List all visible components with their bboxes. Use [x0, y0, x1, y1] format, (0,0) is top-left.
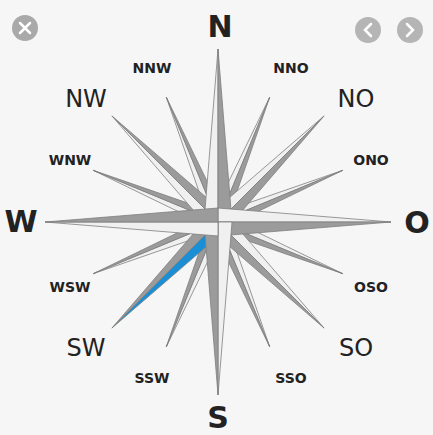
spike-dark-half: [218, 222, 391, 236]
direction-label: SO: [339, 336, 373, 360]
direction-label: W: [4, 207, 37, 237]
direction-label: SSO: [275, 371, 306, 385]
spike-dark-half: [218, 49, 232, 222]
direction-label: NO: [338, 87, 375, 111]
spike-light-half: [204, 49, 218, 222]
direction-label: O: [404, 208, 430, 238]
direction-label: OSO: [354, 280, 388, 294]
direction-label: ONO: [353, 153, 389, 167]
spike-light-half: [45, 222, 218, 236]
direction-label: NNW: [133, 61, 172, 75]
direction-label: NNO: [273, 61, 308, 75]
direction-label: WSW: [50, 280, 91, 294]
spike-dark-half: [45, 208, 218, 222]
spike-light-half: [218, 208, 391, 222]
compass-rose: [45, 49, 391, 395]
direction-label: WNW: [49, 153, 92, 167]
direction-label: N: [207, 12, 232, 42]
spike-light-half: [218, 222, 232, 395]
close-button: [12, 15, 38, 41]
direction-label: SW: [67, 336, 106, 360]
spike-dark-half: [204, 222, 218, 395]
direction-label: SSW: [135, 371, 170, 385]
forward-button: [397, 17, 423, 43]
direction-label: S: [207, 403, 229, 433]
back-button: [355, 17, 381, 43]
direction-label: NW: [65, 87, 107, 111]
